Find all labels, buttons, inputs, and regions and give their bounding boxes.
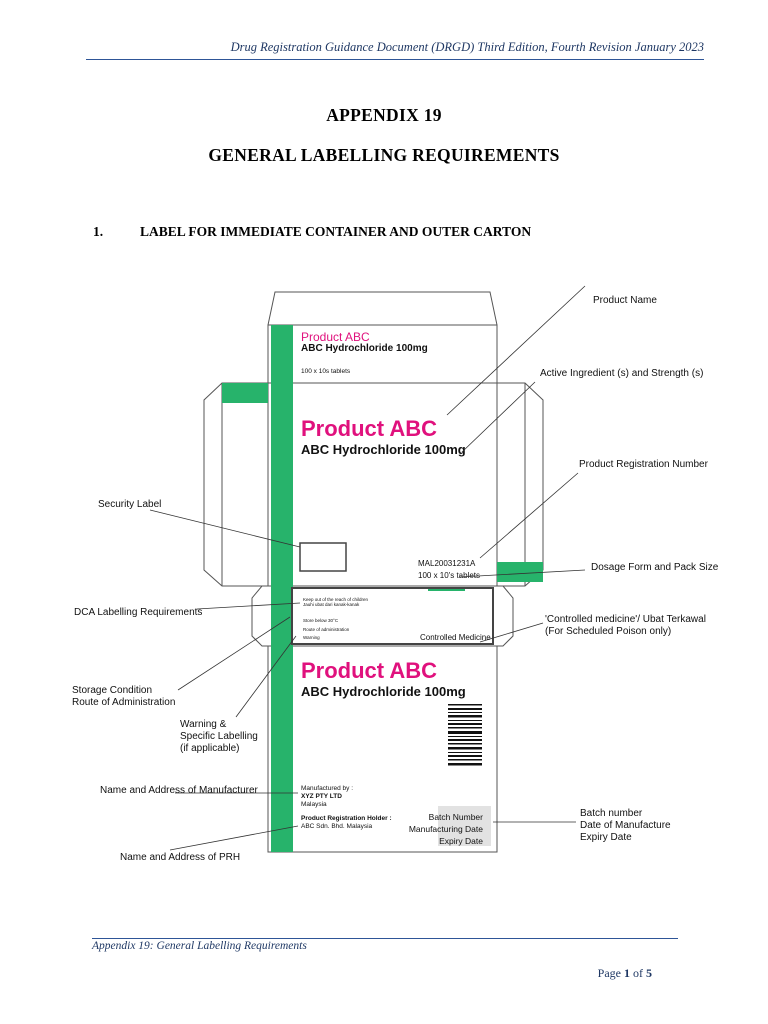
mfr-country: Malaysia — [301, 801, 327, 808]
security-label-box — [299, 542, 347, 572]
callout-warning-2: Specific Labelling — [180, 731, 258, 742]
keep-out-text: Keep out of the reach of children — [303, 597, 369, 602]
expiry-text: Expiry Date — [439, 836, 483, 846]
footer-rule — [92, 938, 678, 939]
callout-prh: Name and Address of PRH — [120, 852, 240, 863]
barcode — [448, 704, 482, 766]
callout-manufacturer: Name and Address of Manufacturer — [100, 785, 259, 796]
back-ingredient: ABC Hydrochloride 100mg — [301, 684, 466, 699]
prh-name: ABC Sdn. Bhd. Malaysia — [301, 823, 373, 830]
callout-batch-3: Expiry Date — [580, 832, 632, 843]
front-pack: 100 x 10's tablets — [418, 571, 480, 580]
storage-text: Store below 30°C — [303, 618, 339, 623]
back-product-name: Product ABC — [301, 658, 437, 683]
callout-warning-1: Warning & — [180, 719, 227, 730]
callout-batch-2: Date of Manufacture — [580, 820, 671, 831]
page-total: 5 — [646, 966, 652, 980]
dca-panel — [291, 587, 494, 645]
callout-storage-1: Storage Condition — [72, 685, 152, 696]
carton-diagram: Product ABC ABC Hydrochloride 100mg 100 … — [72, 285, 719, 863]
leader-lines — [149, 285, 586, 851]
section-number: 1. — [93, 224, 104, 239]
green-strip-vertical — [271, 325, 293, 852]
footer-text: Appendix 19: General Labelling Requireme… — [92, 940, 307, 952]
top-pack: 100 x 10s tablets — [301, 368, 351, 375]
green-strip-left — [222, 383, 268, 403]
callout-warning-3: (if applicable) — [180, 743, 239, 754]
callout-security-label: Security Label — [98, 499, 161, 510]
page-prefix: Page — [597, 966, 621, 980]
green-strip-right — [497, 562, 543, 582]
keep-out-ms-text: Jauhi ubat dari kanak-kanak — [303, 602, 360, 607]
callout-controlled-1: 'Controlled medicine'/ Ubat Terkawal — [545, 614, 706, 625]
section-title: LABEL FOR IMMEDIATE CONTAINER AND OUTER … — [140, 224, 532, 239]
batch-number-text: Batch Number — [429, 812, 483, 822]
carton-outline — [203, 291, 544, 853]
warning-text: Warning — [303, 635, 320, 640]
mfr-title: Manufactured by : — [301, 785, 353, 792]
callout-reg-number: Product Registration Number — [579, 459, 709, 470]
route-text: Route of administration — [303, 627, 350, 632]
page-current: 1 — [624, 966, 630, 980]
appendix-title: APPENDIX 19 — [326, 105, 442, 125]
front-product-name: Product ABC — [301, 416, 437, 441]
callout-product-name: Product Name — [593, 295, 657, 306]
mfg-date-text: Manufacturing Date — [409, 824, 483, 834]
top-product-name: Product ABC — [301, 330, 370, 344]
callout-batch-1: Batch number — [580, 808, 643, 819]
callout-controlled-2: (For Scheduled Poison only) — [545, 626, 671, 637]
batch-box — [438, 806, 491, 846]
prh-title: Product Registration Holder : — [301, 815, 392, 822]
front-ingredient: ABC Hydrochloride 100mg — [301, 442, 466, 457]
page-of: of — [633, 966, 643, 980]
mfr-name: XYZ PTY LTD — [301, 793, 342, 800]
header-rule — [86, 59, 704, 60]
controlled-text: Controlled Medicine — [420, 633, 491, 642]
page-number: Page 1 of 5 — [560, 966, 652, 981]
document-header: Drug Registration Guidance Document (DRG… — [230, 40, 704, 54]
callout-storage-2: Route of Administration — [72, 697, 175, 708]
main-title: GENERAL LABELLING REQUIREMENTS — [208, 145, 560, 165]
top-ingredient: ABC Hydrochloride 100mg — [301, 343, 428, 354]
front-reg-number: MAL20031231A — [418, 559, 476, 568]
callout-dca: DCA Labelling Requirements — [74, 607, 202, 618]
callout-active-ingredient: Active Ingredient (s) and Strength (s) — [540, 368, 703, 379]
callout-dosage-form: Dosage Form and Pack Size — [591, 562, 719, 573]
